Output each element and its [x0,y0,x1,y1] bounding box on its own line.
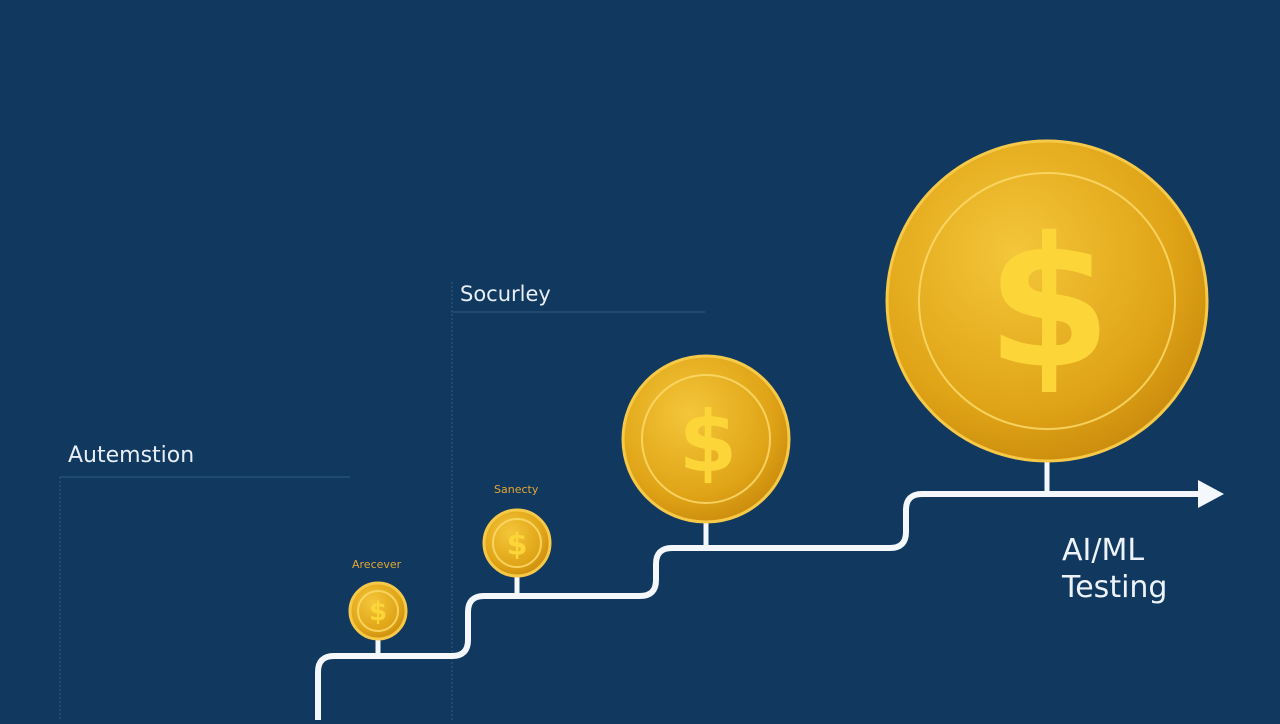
dollar-coin-icon: $ [482,508,552,578]
coin2-caption: Sanecty [494,483,539,496]
coin1-caption: Arecever [352,558,402,571]
security-label: Socurley [460,282,551,306]
growth-path [315,491,1208,723]
dollar-coin-icon: $ [348,581,408,641]
arrow-right-icon [1198,480,1224,508]
coin4-symbol: $ [986,200,1111,409]
coin2-symbol: $ [507,528,528,563]
aiml-testing-label: AI/ML Testing [1062,533,1168,605]
coin3-symbol: $ [679,393,737,491]
dollar-coin-icon: $ [885,139,1209,463]
coin1-symbol: $ [369,597,387,627]
automation-label: Autemstion [68,443,195,468]
dollar-coin-icon: $ [621,354,791,524]
